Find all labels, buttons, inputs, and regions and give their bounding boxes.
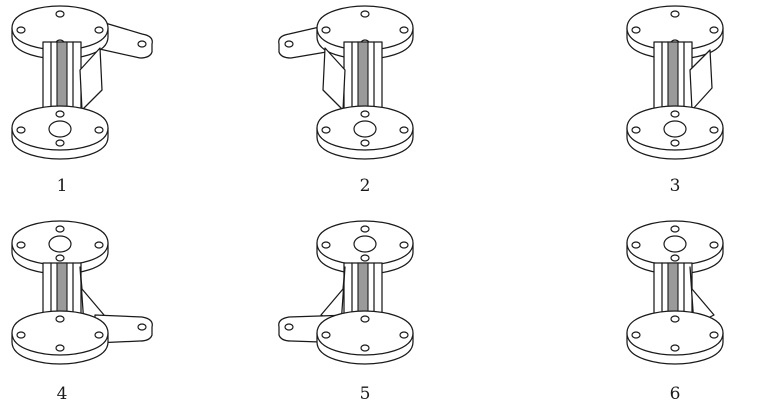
figure-label-5: 5 [359, 384, 371, 404]
figure-label-3: 3 [669, 176, 681, 196]
flange-bracket-drawing-1 [11, 5, 153, 160]
bolt-hole [670, 10, 680, 18]
bolt-hole [360, 139, 370, 147]
center-bore [48, 120, 72, 138]
bolt-hole [709, 26, 719, 34]
bolt-hole [55, 110, 65, 118]
extension-plate [94, 19, 153, 59]
column-shade [357, 41, 369, 111]
bolt-hole [360, 315, 370, 323]
bolt-hole [670, 344, 680, 352]
flange-bracket-drawing-5 [278, 220, 414, 365]
bolt-hole [709, 331, 719, 339]
bolt-hole [670, 225, 680, 233]
bolt-hole [284, 40, 294, 48]
bolt-hole [360, 225, 370, 233]
bolt-hole [670, 315, 680, 323]
plate-outline [94, 19, 153, 59]
center-bore [663, 235, 687, 253]
support-rib [689, 266, 715, 326]
bolt-hole [631, 26, 641, 34]
bolt-hole [631, 241, 641, 249]
bolt-hole [670, 254, 680, 262]
bolt-hole [16, 126, 26, 134]
flange-bracket-drawing-3 [626, 5, 724, 160]
support-rib [320, 266, 346, 326]
support-column [653, 41, 693, 111]
plate-outline [94, 314, 153, 344]
figure-label-2: 2 [359, 176, 371, 196]
flange-face [11, 310, 109, 356]
support-rib [79, 47, 103, 111]
bolt-hole [55, 225, 65, 233]
flange-bracket-drawing-6 [626, 220, 724, 365]
bolt-hole [399, 331, 409, 339]
bolt-hole [94, 126, 104, 134]
bolt-hole [670, 110, 680, 118]
bolt-hole [94, 331, 104, 339]
bolt-hole [399, 126, 409, 134]
extension-plate [94, 314, 153, 344]
center-bore [663, 120, 687, 138]
bolt-hole [360, 254, 370, 262]
bolt-hole [631, 126, 641, 134]
flange-bracket-drawing-4 [11, 220, 153, 365]
center-bore [353, 235, 377, 253]
bolt-hole [360, 10, 370, 18]
bolt-hole [321, 26, 331, 34]
support-rib [322, 47, 346, 111]
bolt-hole [16, 331, 26, 339]
bolt-hole [709, 126, 719, 134]
center-bore [48, 235, 72, 253]
support-column [343, 41, 383, 111]
bolt-hole [321, 126, 331, 134]
flange-face [626, 310, 724, 356]
bolt-hole [94, 26, 104, 34]
flange-bracket-drawing-2 [278, 5, 414, 160]
bolt-hole [399, 26, 409, 34]
center-bore [353, 120, 377, 138]
bolt-hole [55, 254, 65, 262]
bolt-hole [709, 241, 719, 249]
support-column [42, 41, 82, 111]
figure-label-1: 1 [56, 176, 68, 196]
bolt-hole [16, 26, 26, 34]
flange-face [316, 310, 414, 356]
bolt-hole [321, 241, 331, 249]
bolt-hole [321, 331, 331, 339]
figure-label-4: 4 [56, 384, 68, 404]
bolt-hole [55, 315, 65, 323]
bolt-hole [284, 323, 294, 331]
bolt-hole [360, 110, 370, 118]
bolt-hole [137, 323, 147, 331]
bolt-hole [670, 139, 680, 147]
bolt-hole [55, 139, 65, 147]
bolt-hole [55, 344, 65, 352]
bolt-hole [16, 241, 26, 249]
column-shade [56, 41, 68, 111]
bolt-hole [399, 241, 409, 249]
figure-label-6: 6 [669, 384, 681, 404]
support-rib [689, 49, 713, 111]
bolt-hole [631, 331, 641, 339]
column-shade [667, 41, 679, 111]
bolt-hole [360, 344, 370, 352]
bolt-hole [137, 40, 147, 48]
bolt-hole [94, 241, 104, 249]
bolt-hole [55, 10, 65, 18]
